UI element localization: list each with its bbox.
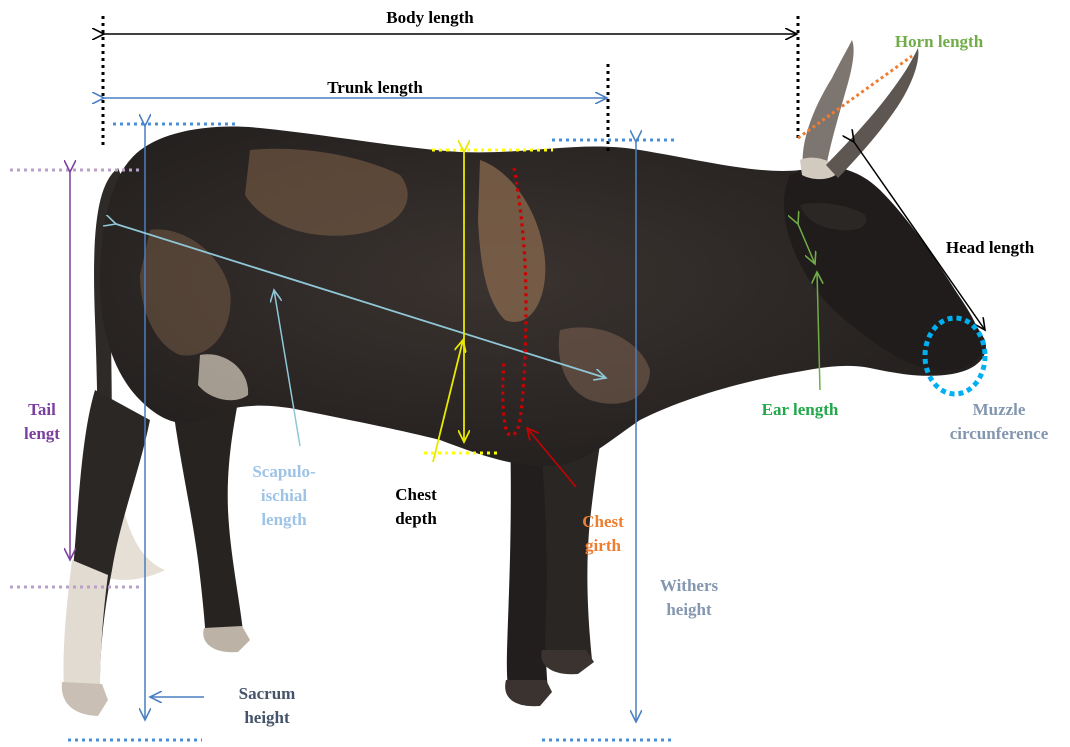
tail-label-line1: Tail [14,398,70,422]
horn-length-label: Horn length [880,30,998,54]
ear-length-label: Ear length [748,398,852,422]
muzzle-label-line1: Muzzle [936,398,1062,422]
chest-depth-label-line1: Chest [378,483,454,507]
tail-length-label: Tail lengt [14,398,70,446]
cow-hoof-back [62,682,108,716]
chest-girth-label-line1: Chest [568,510,638,534]
chest-girth-label-line2: girth [568,534,638,558]
head-length-label: Head length [930,236,1050,260]
cow-hoof-hind [203,626,250,652]
muzzle-circumference-label: Muzzle circunference [936,398,1062,446]
scapulo-ischial-label: Scapulo- ischial length [234,460,334,532]
chest-girth-label: Chest girth [568,510,638,558]
sacrum-label-line1: Sacrum [222,682,312,706]
sacrum-height-label: Sacrum height [222,682,312,730]
scapulo-label-line1: Scapulo- [234,460,334,484]
cow-hind-leg-back-white [63,560,108,694]
cow-hoof-front [541,650,594,674]
sacrum-label-line2: height [222,706,312,730]
muzzle-label-line2: circunference [936,422,1062,446]
withers-height-label: Withers height [646,574,732,622]
trunk-length-label: Trunk length [310,76,440,100]
chest-depth-label-line2: depth [378,507,454,531]
chest-depth-label: Chest depth [378,483,454,531]
body-length-label: Body length [370,6,490,30]
tail-label-line2: lengt [14,422,70,446]
withers-label-line1: Withers [646,574,732,598]
withers-label-line2: height [646,598,732,622]
scapulo-label-line3: length [234,508,334,532]
cow-hoof-front-back [505,680,552,706]
scapulo-label-line2: ischial [234,484,334,508]
